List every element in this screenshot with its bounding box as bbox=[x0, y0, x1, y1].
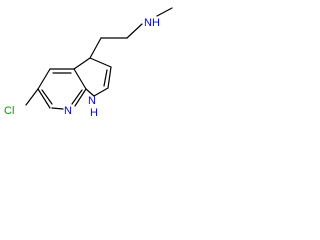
molecule-drawing: Cl N N H NH bbox=[4, 7, 173, 119]
atom-label-nh-amine: NH bbox=[144, 17, 160, 29]
bond bbox=[25, 88, 39, 106]
atom-label-n-pyridine: N bbox=[64, 105, 72, 117]
bond bbox=[89, 57, 112, 68]
bond bbox=[73, 68, 87, 90]
bond bbox=[93, 87, 109, 97]
double-bond bbox=[41, 89, 53, 105]
bond bbox=[74, 88, 87, 107]
atom-label-n-pyrrole: N bbox=[88, 95, 96, 107]
bond bbox=[156, 7, 173, 17]
bond bbox=[37, 88, 51, 109]
bond bbox=[126, 23, 143, 39]
bond bbox=[107, 66, 112, 89]
bond bbox=[51, 107, 64, 110]
double-bond bbox=[103, 69, 108, 87]
bond bbox=[89, 37, 102, 59]
bond bbox=[37, 68, 51, 90]
bonds bbox=[25, 7, 173, 110]
atom-label-cl: Cl bbox=[4, 105, 14, 117]
atom-label-h-pyrrole: H bbox=[90, 107, 98, 119]
double-bond bbox=[71, 89, 83, 105]
bond bbox=[73, 57, 91, 70]
bond bbox=[85, 88, 95, 97]
structure-diagram: Cl N N H NH bbox=[0, 0, 188, 142]
